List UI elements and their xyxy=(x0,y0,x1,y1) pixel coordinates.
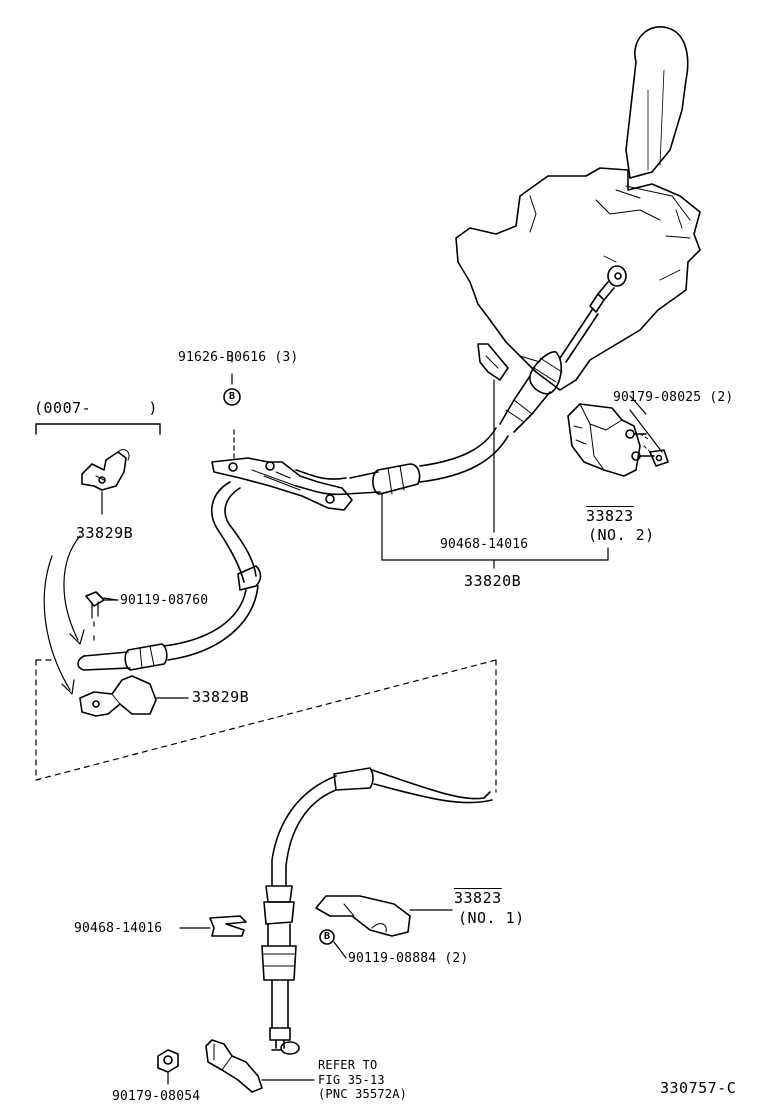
nut-lower-shape xyxy=(157,1049,179,1085)
bolt-clamp-label[interactable]: 90119-08760 xyxy=(120,593,209,608)
leader-lines xyxy=(103,409,663,601)
nut-upper-label[interactable]: 90179-08025 (2) xyxy=(613,390,734,405)
date-range-label: (0007- ) xyxy=(34,399,158,417)
date-bracket-line xyxy=(35,423,161,435)
refer-line-2[interactable]: FIG 35-13 xyxy=(318,1073,385,1087)
bolt-b-circle xyxy=(223,388,241,406)
refer-line-1[interactable]: REFER TO xyxy=(318,1058,378,1072)
bracket-no2-number[interactable]: 33823 xyxy=(586,507,634,525)
nut-lower-label[interactable]: 90179-08054 xyxy=(112,1089,201,1104)
clip-lower-label[interactable]: 90468-14016 xyxy=(74,921,163,936)
clamp-top-label[interactable]: 33829B xyxy=(76,524,134,542)
bolt-lower-leader xyxy=(333,941,347,959)
bracket-no1-suffix: (NO. 1) xyxy=(458,909,525,927)
clip-upper-label[interactable]: 90468-14016 xyxy=(440,537,529,552)
cable-assembly-label[interactable]: 33820B xyxy=(464,572,522,590)
bracket-no2-shape xyxy=(567,395,669,477)
bracket-no1-shape xyxy=(315,895,453,937)
cable-upper-run xyxy=(295,427,509,496)
clip-upper-shape xyxy=(477,343,509,533)
refer-line-3[interactable]: (PNC 35572A) xyxy=(318,1087,408,1101)
cable-middle-run xyxy=(77,481,262,671)
cable-lower-end xyxy=(261,885,300,1055)
shift-lever-housing xyxy=(455,26,701,391)
cable-upper-end xyxy=(499,265,627,433)
cable-lower-run xyxy=(271,767,493,887)
bolt-lower-letter: B xyxy=(323,931,331,942)
clamp-lower-label[interactable]: 33829B xyxy=(192,688,250,706)
bolt-b-label[interactable]: 91626-B0616 (3) xyxy=(178,350,299,365)
mounting-plate-shape xyxy=(211,429,353,511)
bracket-no2-suffix: (NO. 2) xyxy=(588,526,655,544)
bolt-lower-label[interactable]: 90119-08884 (2) xyxy=(348,951,469,966)
bolt-lower-circle xyxy=(319,929,335,945)
figure-code: 330757-C xyxy=(660,1079,737,1097)
flow-arrows xyxy=(43,535,85,695)
bolt-b-letter: B xyxy=(228,391,236,402)
clamp-top-shape xyxy=(81,449,130,515)
clip-lower-shape xyxy=(179,915,247,937)
refer-bracket-shape xyxy=(205,1039,315,1093)
clamp-lower-shape xyxy=(79,675,189,717)
dashed-region-lines xyxy=(35,659,497,793)
bracket-no1-number[interactable]: 33823 xyxy=(454,889,502,907)
